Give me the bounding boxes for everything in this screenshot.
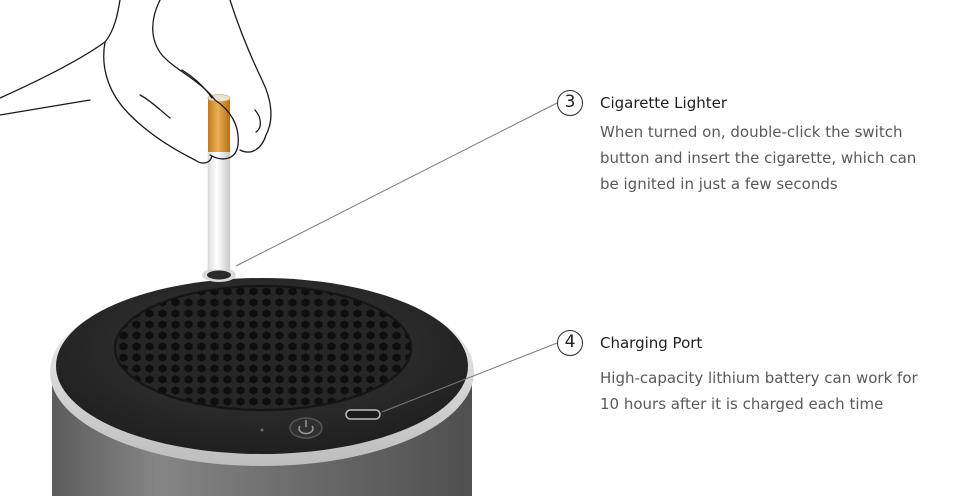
power-button-icon (289, 417, 323, 439)
description-line: High-capacity lithium battery can work f… (600, 369, 918, 387)
callout-number-badge: 3 (557, 90, 583, 116)
hand-illustration (0, 0, 272, 164)
callout-number-badge: 4 (557, 330, 583, 356)
callout-charging-port: 4 Charging Port High-capacity lithium ba… (557, 330, 957, 420)
description-line: button and insert the cigarette, which c… (600, 149, 917, 167)
description-line: 10 hours after it is charged each time (600, 395, 884, 413)
indicator-dot (260, 428, 264, 432)
lighter-leader-line (235, 102, 558, 267)
callout-title: Cigarette Lighter (600, 94, 728, 112)
description-line: When turned on, double-click the switch (600, 123, 903, 141)
callout-cigarette-lighter: 3 Cigarette Lighter When turned on, doub… (557, 90, 957, 200)
description-line: be ignited in just a few seconds (600, 175, 838, 193)
device-body (50, 278, 474, 496)
charging-port-icon (345, 409, 381, 420)
callout-description: High-capacity lithium battery can work f… (600, 365, 918, 417)
callout-description: When turned on, double-click the switch … (600, 119, 916, 197)
callout-title: Charging Port (600, 334, 703, 352)
cigarette (207, 94, 231, 271)
charging-leader-line (381, 342, 558, 413)
lighter-hole (202, 268, 236, 282)
